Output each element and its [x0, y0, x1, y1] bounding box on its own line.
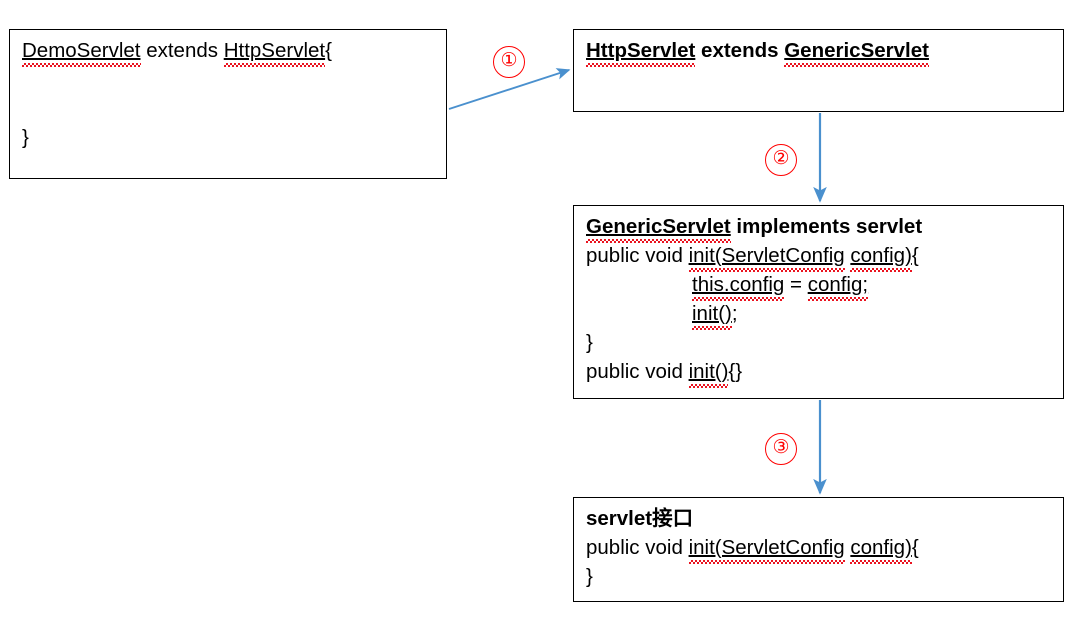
demo-servlet-box-line-4: }: [22, 123, 436, 152]
code-segment: public void: [586, 360, 689, 383]
generic-servlet-box-line-2: public void init(ServletConfig config){: [586, 241, 1053, 272]
code-segment: this.config: [692, 270, 785, 301]
code-segment: {: [911, 536, 919, 559]
http-servlet-box-line-1: HttpServlet extends GenericServlet: [586, 36, 1053, 67]
code-segment: }: [586, 331, 593, 354]
code-segment: init(): [688, 357, 728, 388]
generic-servlet-box-line-6: public void init(){}: [586, 357, 1053, 388]
servlet-interface-box-line-3: }: [586, 562, 1053, 591]
code-segment: config;: [807, 270, 869, 301]
demo-servlet-box-line-1: DemoServlet extends HttpServlet{: [22, 36, 436, 67]
code-segment: public void: [586, 244, 689, 267]
step-number-1: ①: [493, 46, 525, 78]
code-segment: GenericServlet: [586, 212, 731, 243]
code-segment: init(ServletConfig: [688, 241, 845, 272]
code-segment: DemoServlet: [22, 36, 141, 67]
code-segment: init(ServletConfig: [688, 533, 845, 564]
code-segment: GenericServlet: [784, 36, 929, 67]
code-segment: {}: [728, 360, 743, 383]
code-segment: config): [850, 241, 912, 272]
demo-servlet-box[interactable]: DemoServlet extends HttpServlet{ }: [9, 29, 447, 179]
code-segment: extends: [140, 39, 224, 62]
code-segment: {: [911, 244, 919, 267]
code-segment: HttpServlet: [223, 36, 326, 67]
demo-servlet-box-line-3: [22, 94, 436, 123]
code-segment: ;: [731, 302, 738, 325]
servlet-interface-box[interactable]: servlet接口 public void init(ServletConfig …: [573, 497, 1064, 602]
servlet-interface-box-line-1: servlet接口: [586, 504, 1053, 533]
code-segment: }: [586, 565, 593, 588]
http-servlet-box[interactable]: HttpServlet extends GenericServlet: [573, 29, 1064, 112]
step-number-2: ②: [765, 144, 797, 176]
code-segment: init(): [692, 299, 732, 330]
code-segment: }: [22, 126, 29, 149]
code-segment: config): [850, 533, 912, 564]
demo-servlet-box-line-2: [22, 65, 436, 94]
code-segment: =: [784, 273, 808, 296]
code-segment: public void: [586, 536, 689, 559]
generic-servlet-box-line-4: init();: [586, 299, 1053, 330]
generic-servlet-box-line-1: GenericServlet implements servlet: [586, 212, 1053, 243]
generic-servlet-box-line-5: }: [586, 328, 1053, 357]
code-segment: implements servlet: [730, 215, 923, 238]
step-number-3: ③: [765, 433, 797, 465]
servlet-interface-box-line-2: public void init(ServletConfig config){: [586, 533, 1053, 564]
code-segment: servlet接口: [586, 507, 694, 530]
http-servlet-box-line-2: [586, 65, 1053, 94]
code-segment: extends: [695, 39, 785, 62]
code-segment: {: [325, 39, 332, 62]
generic-servlet-box-line-3: this.config = config;: [586, 270, 1053, 301]
code-segment: HttpServlet: [586, 36, 696, 67]
